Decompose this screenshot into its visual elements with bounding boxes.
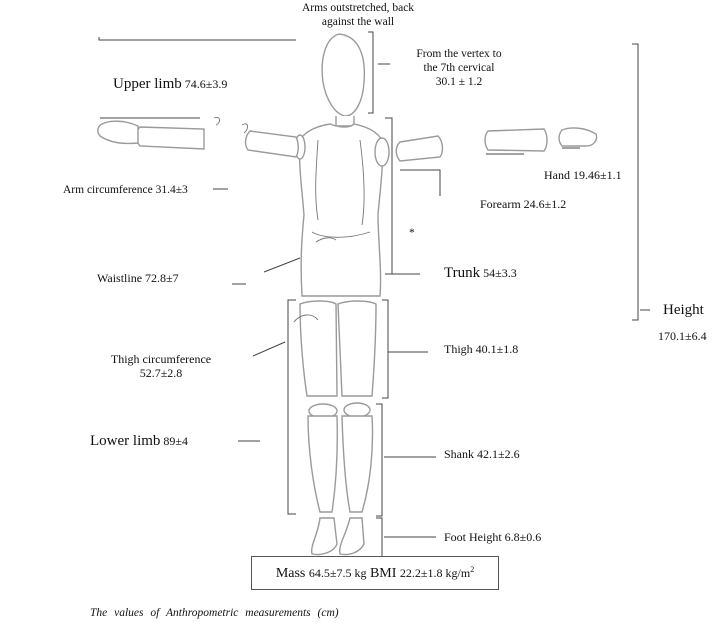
forearm-bracket xyxy=(400,169,441,196)
shank-bracket xyxy=(376,403,383,517)
arm-circumference-label: Arm circumference 31.4±3 xyxy=(63,184,188,196)
foot-bracket xyxy=(376,517,383,556)
mass-label: Mass xyxy=(275,566,306,581)
height-value: 170.1±6.4 xyxy=(658,329,707,343)
shank-label: Shank 42.1±2.6 xyxy=(444,447,520,461)
mannequin-torso xyxy=(298,123,384,297)
stray-mark: * xyxy=(409,227,415,239)
trunk-bracket xyxy=(385,117,393,275)
lower-limb-bracket xyxy=(287,299,296,515)
height-name: Height xyxy=(663,302,704,318)
mass-bmi-box: Mass 64.5±7.5 kg BMI 22.2±1.8 kg/m2 xyxy=(251,556,499,590)
upper-limb-name: Upper limb xyxy=(113,76,182,92)
lower-limb-label: Lower limb 89±4 xyxy=(90,433,188,449)
trunk-label: Trunk 54±3.3 xyxy=(444,265,517,281)
lower-limb-value: 89±4 xyxy=(163,434,188,448)
foot-height-label: Foot Height 6.8±0.6 xyxy=(444,530,542,544)
mannequin-left-hand xyxy=(97,120,139,145)
waistline-line xyxy=(232,257,301,285)
mannequin-neck xyxy=(335,116,355,127)
mannequin-left-thigh xyxy=(299,300,338,397)
upper-limb-value: 74.6±3.9 xyxy=(184,77,228,91)
mannequin-right-foot xyxy=(338,517,365,556)
arm-span-label: Arms outstretched, back against the wall xyxy=(301,2,415,28)
upper-limb-label: Upper limb 74.6±3.9 xyxy=(113,76,228,92)
mannequin-left-foot xyxy=(310,517,338,556)
mannequin-left-upper-arm xyxy=(244,130,299,158)
mannequin-left-forearm xyxy=(135,126,205,150)
head-label: From the vertex to the 7th cervical 30.1… xyxy=(416,48,502,88)
mannequin-right-hand xyxy=(558,127,598,147)
forearm-label: Forearm 24.6±1.2 xyxy=(480,197,567,211)
thigh-bracket xyxy=(382,299,389,399)
trunk-name: Trunk xyxy=(444,265,481,281)
mannequin-right-upper-arm xyxy=(395,135,444,162)
mannequin-right-forearm xyxy=(484,128,548,152)
lower-limb-name: Lower limb xyxy=(90,433,161,449)
mannequin-right-shank xyxy=(341,415,374,513)
thigh-circumference-label: Thigh circumference 52.7±2.8 xyxy=(110,352,212,380)
figure-caption: The values of Anthropometric measurement… xyxy=(90,607,339,619)
mass-value: 64.5±7.5 kg xyxy=(308,566,367,580)
mannequin-right-knee xyxy=(343,402,371,418)
arm-span-line xyxy=(98,37,296,41)
mannequin-right-shoulder xyxy=(374,137,390,167)
thigh-circumference-line xyxy=(252,341,286,357)
bmi-value: 22.2±1.8 kg/m2 xyxy=(399,565,475,580)
mannequin-left-shank xyxy=(307,415,338,513)
bmi-label: BMI xyxy=(369,566,397,581)
thigh-label: Thigh 40.1±1.8 xyxy=(444,342,519,356)
trunk-value: 54±3.3 xyxy=(483,266,517,280)
height-bracket xyxy=(632,43,639,321)
head-bracket xyxy=(368,31,374,114)
hand-label: Hand 19.46±1.1 xyxy=(544,168,622,182)
waistline-label: Waistline 72.8±7 xyxy=(97,271,179,285)
mannequin-right-thigh xyxy=(337,300,377,397)
mannequin-head xyxy=(321,33,366,117)
hand-bracket xyxy=(486,147,580,155)
